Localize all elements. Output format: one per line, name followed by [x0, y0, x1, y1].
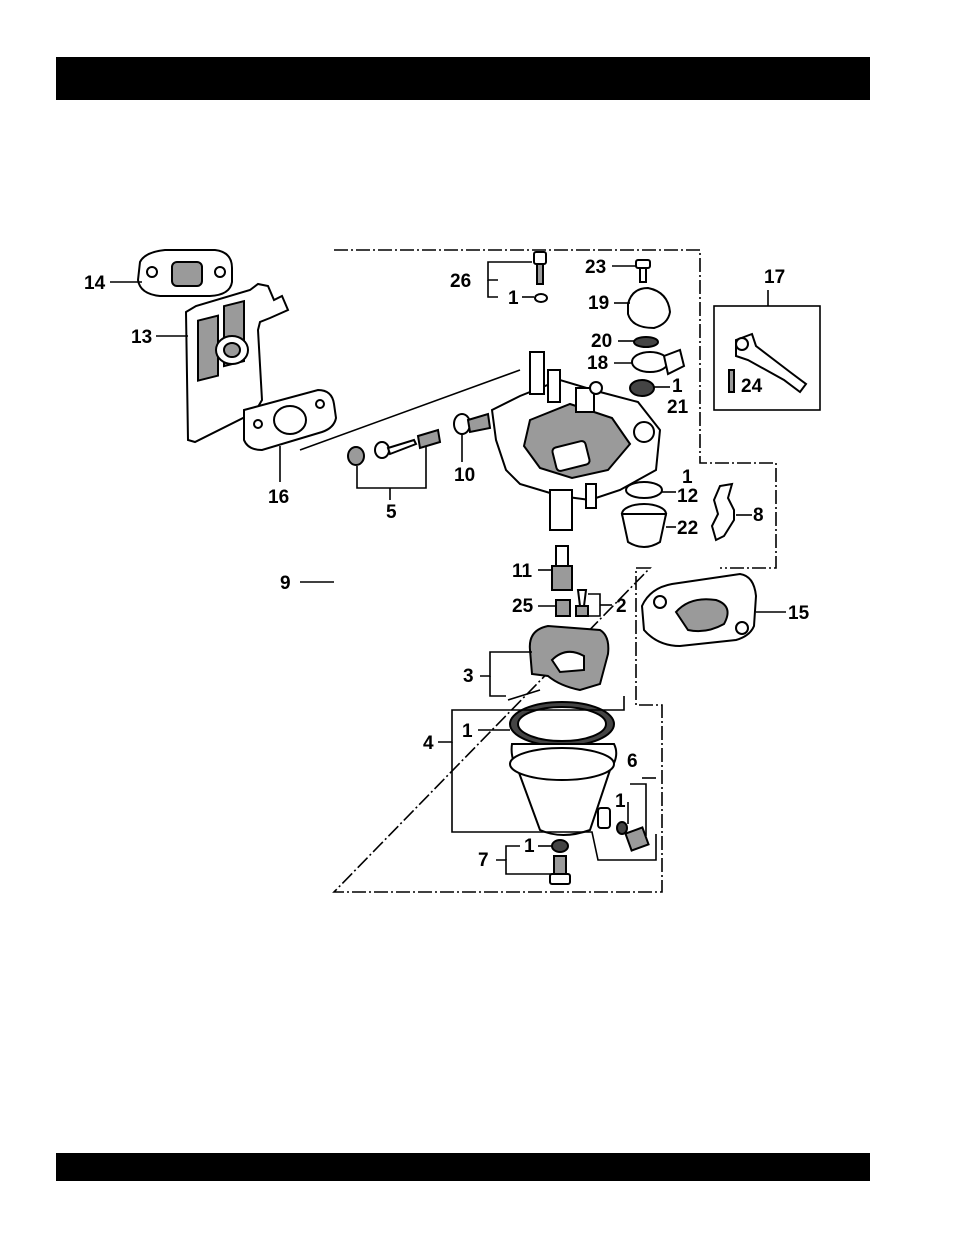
callout-1-drain: 1	[615, 791, 626, 812]
part-21-valve	[630, 380, 654, 396]
callout-23: 23	[585, 257, 606, 278]
part-23-screw	[636, 260, 650, 282]
callout-22: 22	[677, 518, 698, 539]
callout-20: 20	[591, 331, 612, 352]
callout-15: 15	[788, 603, 810, 624]
part-2-needle	[576, 590, 588, 616]
callout-13: 13	[131, 327, 152, 348]
part-12-oring	[626, 482, 662, 498]
callout-11: 11	[512, 561, 533, 582]
part-4-float-bowl	[510, 702, 616, 835]
callout-1-top: 1	[508, 288, 519, 309]
callout-1-valve: 1	[672, 376, 683, 397]
float-pin	[508, 690, 540, 700]
callout-5: 5	[386, 502, 397, 523]
part-14-gasket	[138, 250, 232, 296]
callout-3: 3	[463, 666, 474, 687]
part-7-bolt	[550, 856, 570, 884]
callout-4: 4	[423, 733, 434, 754]
part-20-oring	[634, 337, 658, 347]
callout-21: 21	[667, 397, 689, 418]
part-26-screw	[534, 252, 546, 284]
callout-17: 17	[764, 267, 785, 288]
part-15-gasket	[642, 574, 756, 646]
callout-1-bowl: 1	[462, 721, 473, 742]
washer-1-bolt	[552, 840, 568, 852]
part-24-pin	[729, 370, 734, 392]
callout-14: 14	[84, 273, 106, 294]
part-19-cover	[628, 288, 670, 328]
washer-1-drain	[617, 822, 627, 834]
callout-18: 18	[587, 353, 608, 374]
callout-8: 8	[753, 505, 764, 526]
part-25-jet	[556, 600, 570, 616]
callout-19: 19	[588, 293, 609, 314]
callout-26: 26	[450, 271, 471, 292]
washer-1-top	[535, 294, 547, 302]
carburetor-body	[492, 352, 660, 530]
part-8-choke	[712, 484, 734, 540]
callout-7: 7	[478, 850, 489, 871]
part-3-float	[530, 626, 609, 690]
callout-12: 12	[677, 486, 698, 507]
callout-6: 6	[627, 751, 638, 772]
callout-9: 9	[280, 573, 291, 594]
callout-2: 2	[616, 596, 627, 617]
callout-25: 25	[512, 596, 534, 617]
callout-1-oring: 1	[682, 467, 693, 488]
part-22-cup	[622, 504, 666, 547]
part-11-jet	[552, 546, 572, 590]
callout-10: 10	[454, 465, 475, 486]
callout-1-bolt: 1	[524, 836, 535, 857]
part-10-screw	[454, 414, 490, 434]
callout-16: 16	[268, 487, 289, 508]
part-18-holder	[632, 350, 684, 374]
part-6-drain-screw	[625, 827, 648, 850]
callout-24: 24	[741, 376, 763, 397]
